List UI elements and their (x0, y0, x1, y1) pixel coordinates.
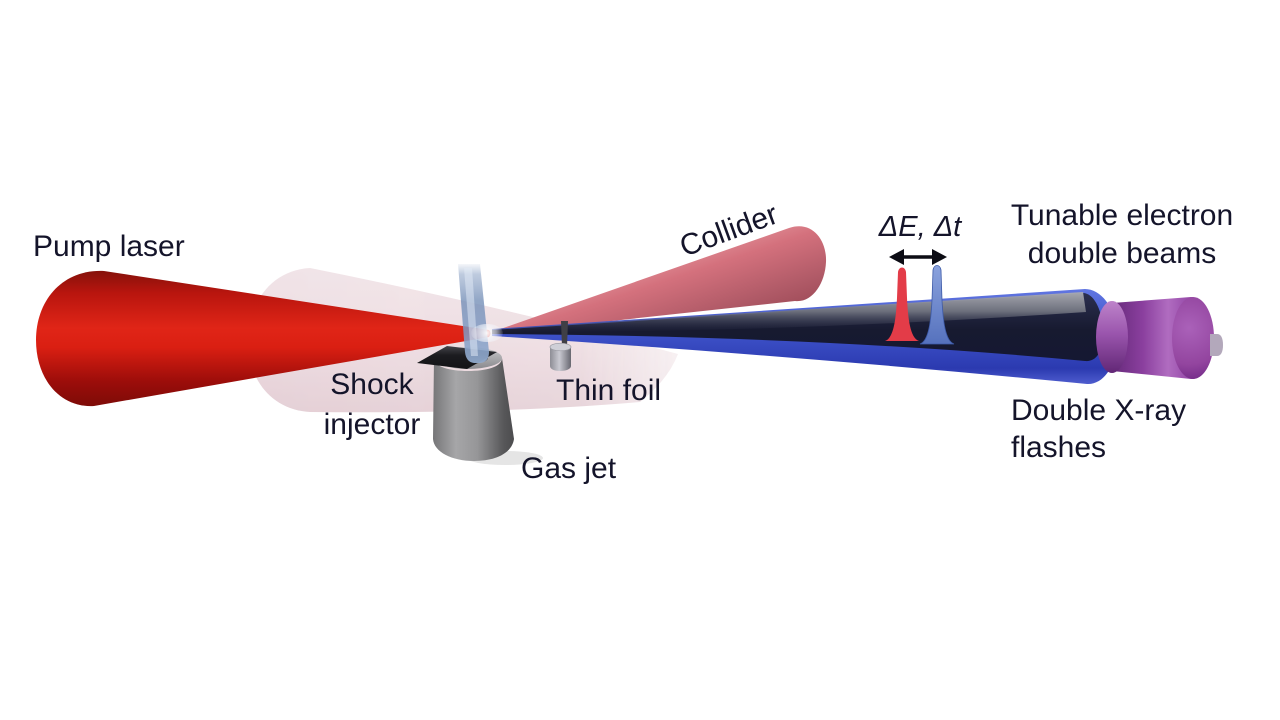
thin-foil-rod (561, 321, 568, 347)
thin-foil-post-top (549, 342, 572, 352)
label-tunable-line1: Tunable electron (1010, 199, 1234, 232)
gas-jet-nozzle (433, 358, 514, 461)
purple-cylinder-face (1096, 301, 1128, 373)
thin-foil-post (550, 347, 571, 371)
focus-glow (471, 324, 503, 342)
label-shock-injector-line2: injector (323, 408, 421, 441)
detector-nub (1210, 334, 1223, 356)
label-shock-injector-line1: Shock (330, 368, 414, 401)
label-xray-line2: flashes (1011, 431, 1107, 464)
label-double-xray-flashes: Double X-ray flashes (1011, 392, 1186, 466)
delta-arrow (889, 249, 947, 265)
label-gas-jet: Gas jet (521, 452, 617, 485)
label-tunable-line2: double beams (1027, 237, 1217, 270)
label-pump-laser: Pump laser (33, 230, 185, 263)
collider-beam-cone (492, 226, 827, 334)
label-tunable-electron-beams: Tunable electron double beams (997, 197, 1247, 273)
label-shock-injector: Shock injector (318, 365, 426, 445)
blue-pulse-peak (919, 265, 955, 345)
label-thin-foil: Thin foil (556, 374, 662, 407)
purple-cylinder-cap (1172, 297, 1214, 379)
label-xray-line1: Double X-ray (1011, 394, 1187, 427)
pump-laser-cone (36, 270, 491, 407)
red-pulse-peak (885, 267, 919, 341)
label-pulse-separation: ΔE, Δt (878, 211, 962, 243)
